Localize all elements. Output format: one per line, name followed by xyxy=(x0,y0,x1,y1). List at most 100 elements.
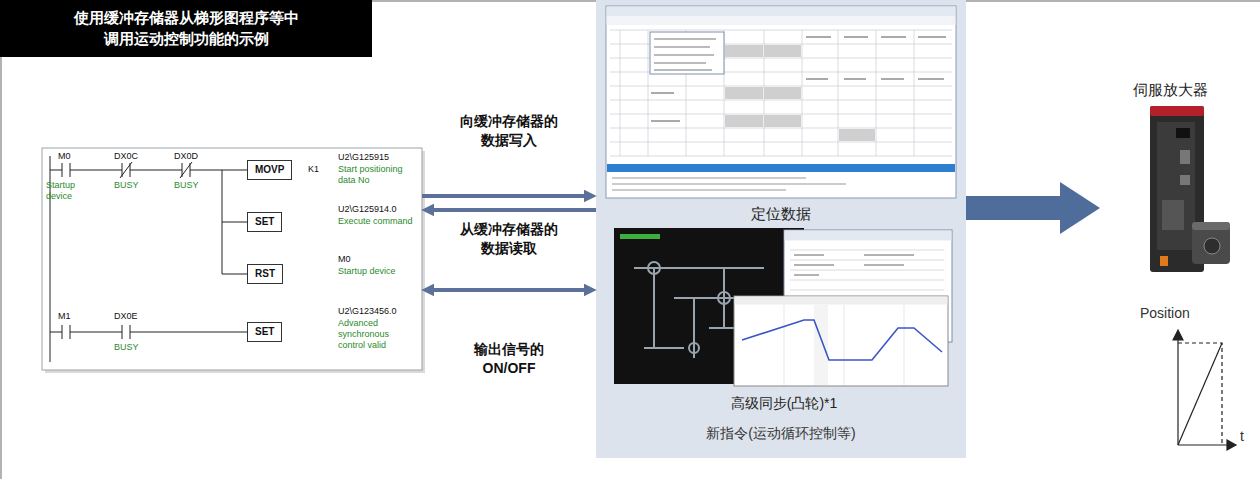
instruction-box: RST xyxy=(247,264,283,284)
axis-label: Position xyxy=(1140,305,1190,321)
footer-lines xyxy=(612,178,846,190)
grey-cell xyxy=(725,115,763,127)
dropdown-list xyxy=(650,32,724,74)
device-comment: Startup device xyxy=(338,266,418,277)
caption-text: 新指令(运动循环控制等) xyxy=(596,424,966,442)
device-label: M1 xyxy=(58,311,71,322)
mechanism-joint xyxy=(689,343,699,353)
device-comment: BUSY xyxy=(114,342,139,353)
amplifier-top xyxy=(1150,106,1204,116)
property-rows xyxy=(790,250,944,290)
amplifier-connector xyxy=(1180,175,1190,185)
panel-ground xyxy=(596,0,966,458)
rung-wire xyxy=(50,170,247,171)
contact-slash xyxy=(120,162,192,178)
caption-text: 定位数据 xyxy=(606,204,956,224)
title-banner: 使用缓冲存储器从梯形图程序等中 调用运动控制功能的示例 xyxy=(0,0,372,57)
position-graph xyxy=(1173,330,1236,450)
device-label: U2\G125915 xyxy=(338,152,389,163)
device-comment: BUSY xyxy=(114,180,139,191)
graph-line xyxy=(1178,343,1222,445)
data-arrow xyxy=(430,208,596,212)
block-arrow xyxy=(966,196,1070,220)
grid-rows xyxy=(610,30,952,156)
amplifier-connector xyxy=(1180,150,1190,164)
grey-cell xyxy=(764,87,801,99)
grey-cell xyxy=(725,87,763,99)
device-label: DX0D xyxy=(174,151,198,162)
window-toolbar xyxy=(607,17,956,25)
edge-label: 向缓冲存储器的 数据写入 xyxy=(455,112,563,150)
window-titlebar xyxy=(607,7,956,17)
graph-titlebar xyxy=(735,297,948,305)
mechanism-joint xyxy=(718,292,730,304)
device-label: U2\G125914.0 xyxy=(338,204,397,215)
amplifier-front xyxy=(1157,122,1195,250)
servo-illustration xyxy=(1150,106,1230,272)
rung-wire xyxy=(50,332,247,333)
instruction-box: MOVP xyxy=(247,160,292,180)
graph-grid xyxy=(784,305,904,385)
amplifier-terminal xyxy=(1160,256,1168,266)
axis-arrowhead xyxy=(1227,440,1236,450)
screenshot-panel: 高级同步(凸轮)*1 xyxy=(614,228,954,418)
edge-label: 从缓冲存储器的 数据读取 xyxy=(455,220,563,258)
grey-cells xyxy=(725,45,875,141)
instruction-name: RST xyxy=(255,265,275,283)
motor-shaft xyxy=(1204,238,1220,254)
cam-curve xyxy=(742,320,942,360)
graph-dashed xyxy=(1178,343,1222,445)
grey-cell xyxy=(764,115,801,127)
caption-text: 高级同步(凸轮)*1 xyxy=(614,394,954,412)
graph-window xyxy=(734,296,948,386)
amplifier-display xyxy=(1176,128,1190,138)
ladder-wires xyxy=(50,156,247,362)
device-comment: BUSY xyxy=(174,180,199,191)
instruction-name: MOVP xyxy=(255,161,284,179)
instruction-name: SET xyxy=(255,323,274,341)
graph-axis xyxy=(1177,332,1178,445)
data-arrow xyxy=(430,288,588,292)
device-label: M0 xyxy=(338,254,351,265)
device-comment: Advanced synchronous control valid xyxy=(338,318,418,350)
device-label: U2\G123456.0 xyxy=(338,306,397,317)
device-label: M0 xyxy=(58,151,71,162)
axis-label: t xyxy=(1240,428,1244,444)
graph-band xyxy=(814,305,828,385)
positioning-screenshot xyxy=(606,6,956,198)
instruction-box: SET xyxy=(247,212,282,232)
device-label: DX0E xyxy=(114,311,138,322)
data-arrow xyxy=(422,194,588,198)
cam-screenshot xyxy=(614,228,952,386)
device-label: DX0C xyxy=(114,151,138,162)
window-frame xyxy=(606,6,956,198)
instruction-box: SET xyxy=(247,322,282,342)
screenshot-panel: 定位数据 xyxy=(606,6,956,228)
axis-arrowhead xyxy=(1173,330,1183,340)
ladder-frame xyxy=(42,148,422,370)
status-bar xyxy=(607,164,955,172)
cam-view-title xyxy=(620,234,660,239)
title-text: 使用缓冲存储器从梯形图程序等中 调用运动控制功能的示例 xyxy=(70,8,302,49)
servo-amplifier: 伺服放大器 xyxy=(1100,80,1240,280)
device-comment: Startup device xyxy=(46,180,102,202)
graph-axis xyxy=(1178,444,1230,445)
grey-cell xyxy=(764,45,801,57)
device-comment: Start positioning data No xyxy=(338,164,418,186)
ladder-program: M0Startup deviceDX0CBUSYDX0DBUSYK1U2\G12… xyxy=(42,148,422,370)
property-titlebar xyxy=(785,231,952,241)
mechanism-joint xyxy=(648,262,660,274)
dropdown-items xyxy=(654,39,716,70)
frame-line xyxy=(1,57,2,479)
edge-label: 输出信号的 ON/OFF xyxy=(455,340,563,378)
device-label: K1 xyxy=(308,164,319,175)
motor-body xyxy=(1192,222,1230,264)
contact-symbol xyxy=(62,325,130,339)
amplifier-connector xyxy=(1162,200,1184,230)
grey-cell xyxy=(839,129,875,141)
caption-text: 伺服放大器 xyxy=(1100,80,1240,100)
